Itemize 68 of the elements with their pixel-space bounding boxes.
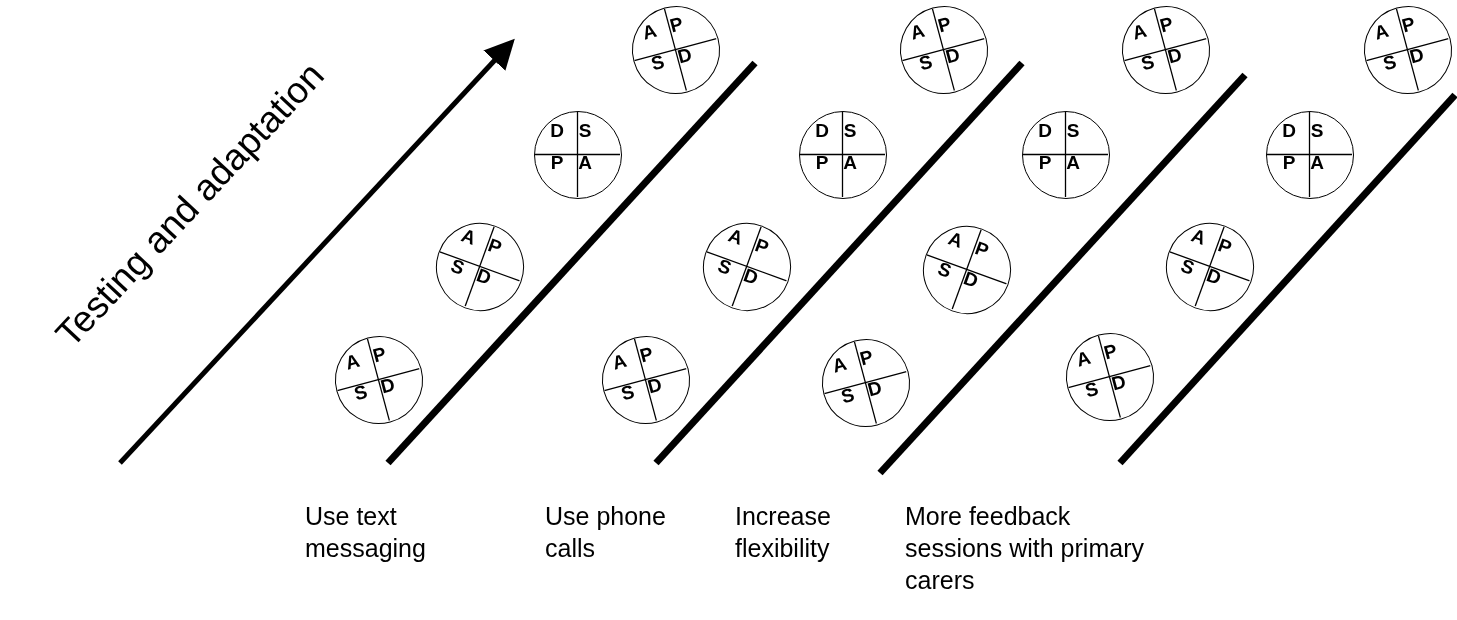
quadrant-letter: A	[1073, 347, 1094, 372]
quadrant-letter: S	[447, 254, 469, 281]
quadrant-letter: S	[1379, 50, 1400, 76]
quadrant-letter: P	[856, 345, 877, 371]
quadrant-letter: P	[934, 12, 955, 38]
ramp-caption: Use text messaging	[305, 501, 427, 564]
quadrant-letter: P	[1214, 234, 1236, 260]
quadrant-letter: D	[942, 43, 964, 69]
quadrant-letter: D	[472, 264, 496, 290]
quadrant-letter: S	[577, 121, 593, 141]
quadrant-letter: D	[864, 376, 886, 402]
quadrant-letter: D	[739, 264, 763, 290]
quadrant-letter: D	[814, 121, 830, 141]
quadrant-letter: S	[837, 383, 858, 409]
quadrant-letter: A	[342, 350, 363, 375]
quadrant-letter: P	[666, 12, 687, 38]
quadrant-letter: A	[907, 20, 928, 45]
quadrant-letter: S	[714, 254, 736, 281]
quadrant-letter: S	[1137, 50, 1158, 76]
quadrant-letter: D	[674, 43, 696, 69]
quadrant-letter: D	[1406, 43, 1428, 69]
quadrant-letter: P	[1398, 12, 1419, 38]
quadrant-letter: S	[915, 50, 936, 76]
quadrant-letter: A	[1309, 153, 1325, 173]
quadrant-letter: S	[647, 50, 668, 76]
quadrant-letter: P	[484, 234, 506, 260]
quadrant-letter: D	[377, 373, 399, 399]
quadrant-letter: S	[1081, 377, 1102, 403]
quadrant-letter: A	[724, 224, 747, 251]
quadrant-letter: D	[1164, 43, 1186, 69]
quadrant-letter: D	[959, 267, 983, 293]
quadrant-letter: D	[1281, 121, 1297, 141]
quadrant-letter: P	[1156, 12, 1177, 38]
quadrant-letter: P	[971, 237, 993, 263]
quadrant-letter: D	[1108, 370, 1130, 396]
quadrant-letter: S	[350, 380, 371, 406]
quadrant-letter: A	[609, 350, 630, 375]
quadrant-letter: A	[944, 227, 967, 254]
quadrant-letter: A	[1129, 20, 1150, 45]
quadrant-letter: A	[457, 224, 480, 251]
quadrant-letter: P	[751, 234, 773, 260]
ramp-caption: More feedback sessions with primary carers	[905, 501, 1145, 596]
quadrant-letter: P	[636, 342, 657, 368]
quadrant-letter: A	[842, 153, 858, 173]
quadrant-letter: S	[842, 121, 858, 141]
quadrant-letter: A	[639, 20, 660, 45]
quadrant-letter: P	[549, 153, 565, 173]
ramp-caption: Increase flexibility	[735, 501, 832, 564]
quadrant-letter: S	[1065, 121, 1081, 141]
quadrant-letter: P	[1100, 339, 1121, 365]
quadrant-letter: A	[577, 153, 593, 173]
ramp-caption: Use phone calls	[545, 501, 667, 564]
quadrant-letter: D	[644, 373, 666, 399]
quadrant-letter: S	[1177, 254, 1199, 281]
quadrant-letter: P	[1281, 153, 1297, 173]
quadrant-letter: A	[1371, 20, 1392, 45]
quadrant-letter: P	[369, 342, 390, 368]
quadrant-letter: P	[1037, 153, 1053, 173]
quadrant-letter: D	[549, 121, 565, 141]
quadrant-letter: A	[829, 353, 850, 378]
quadrant-letter: S	[617, 380, 638, 406]
quadrant-letter: S	[934, 257, 956, 284]
quadrant-letter: P	[814, 153, 830, 173]
quadrant-letter: S	[1309, 121, 1325, 141]
quadrant-letter: A	[1187, 224, 1210, 251]
quadrant-letter: D	[1037, 121, 1053, 141]
quadrant-letter: D	[1202, 264, 1226, 290]
quadrant-letter: A	[1065, 153, 1081, 173]
